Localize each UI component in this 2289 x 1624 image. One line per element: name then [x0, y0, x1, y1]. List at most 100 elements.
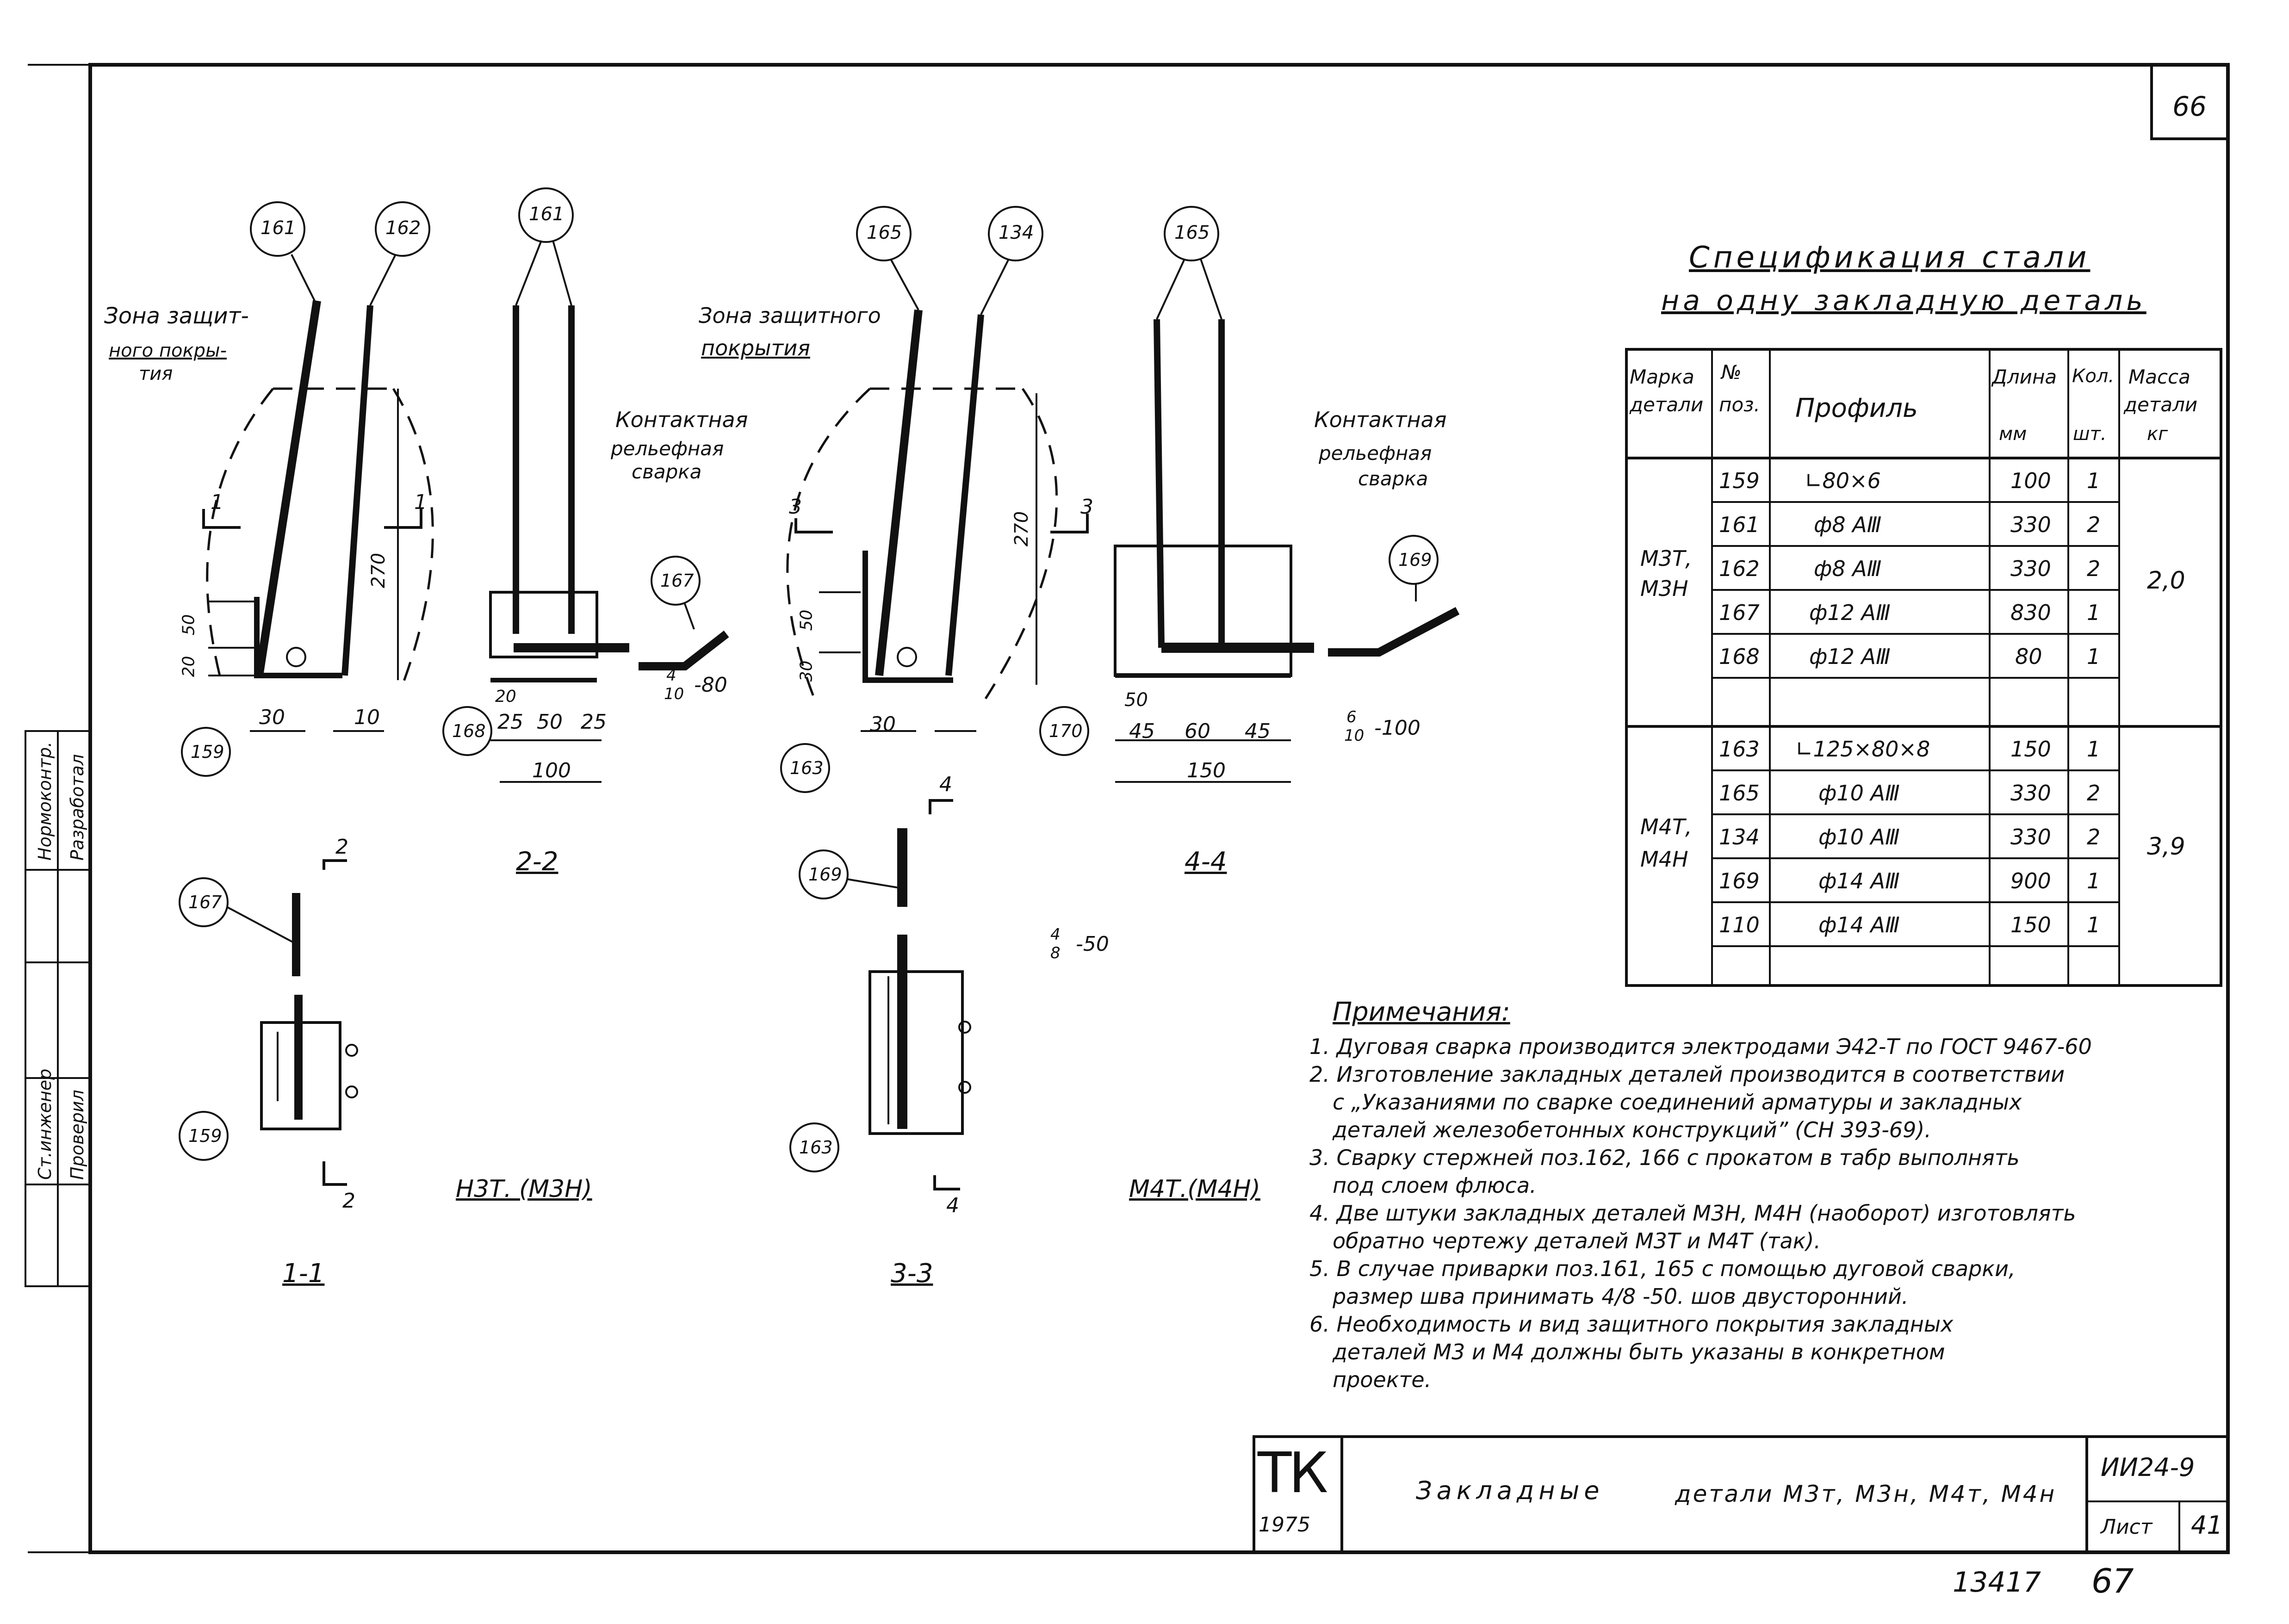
spec-table-grid — [1625, 348, 2222, 987]
g1-mass: 2,0 — [2147, 567, 2185, 595]
dim-50b: 50 — [537, 710, 563, 734]
position-bubbles — [179, 187, 1439, 1172]
g2-r5-pos: 110 — [1719, 912, 1760, 937]
weld-label-right-1: Контактная — [1314, 407, 1447, 432]
g2-r3-pos: 134 — [1719, 824, 1760, 849]
g1-r3-pos: 162 — [1719, 556, 1760, 581]
g2-mass: 3,9 — [2147, 833, 2185, 861]
g1-r2-prof: ф8 АⅢ — [1814, 512, 1882, 537]
weld-100: -100 — [1374, 716, 1421, 740]
spec-title-2: на одну закладную деталь — [1661, 285, 2146, 317]
g2-r4-qty: 1 — [2087, 868, 2101, 893]
g1-mark-1: М3Т, — [1640, 546, 1692, 571]
hdr-mass-1: Масса — [2128, 366, 2190, 388]
pos-159b: 159 — [188, 1126, 222, 1146]
note-line-4: деталей железобетонных конструкций” (СН … — [1333, 1117, 1931, 1142]
title-section-4-4: 4-4 — [1185, 847, 1227, 877]
g2-r5-qty: 1 — [2087, 912, 2101, 937]
section-3-3 — [868, 799, 971, 1190]
dim-25a: 25 — [497, 710, 523, 734]
g1-r4-pos: 167 — [1719, 600, 1760, 625]
stamp-row-3: Нормоконтр. — [35, 742, 55, 861]
mark-2-bottom: 2 — [342, 1189, 355, 1213]
g2-r4-len: 900 — [2010, 868, 2051, 893]
hdr-mark-2: детали — [1630, 393, 1704, 416]
zone-label-left-1: Зона защит- — [104, 303, 249, 329]
tb-title-right: детали М3т, М3н, М4т, М4н — [1675, 1481, 2057, 1507]
g1-mark-2: М3Н — [1640, 576, 1688, 601]
g1-r3-qty: 2 — [2087, 556, 2101, 581]
hdr-pos-2: поз. — [1719, 393, 1760, 416]
pos-170: 170 — [1049, 721, 1083, 741]
tb-sheet-label: Лист — [2101, 1515, 2153, 1539]
g2-r2-prof: ф10 АⅢ — [1818, 781, 1900, 806]
sheet-corner-number: 66 — [2172, 91, 2207, 122]
hdr-mark-1: Марка — [1630, 366, 1694, 388]
weld-4b: 4 — [1050, 925, 1061, 944]
zone-label-left-2: ного покры- — [109, 340, 227, 361]
g2-r1-len: 150 — [2010, 737, 2051, 762]
hdr-mass-2: детали — [2124, 393, 2198, 416]
footer-archive-number: 13417 — [1953, 1566, 2041, 1599]
dim-270b: 270 — [1011, 511, 1033, 547]
hdr-length-2: мм — [1999, 423, 2027, 445]
mark-2-top: 2 — [335, 835, 348, 859]
tb-series: ИИ24-9 — [2101, 1453, 2195, 1482]
weld-label-right-3: сварка — [1358, 467, 1428, 490]
g2-r2-pos: 165 — [1719, 781, 1760, 806]
title-section-3-3: 3-3 — [891, 1258, 933, 1289]
g1-r4-len: 830 — [2010, 600, 2051, 625]
hdr-profile: Профиль — [1795, 393, 1918, 423]
view-title-m3t: Н3Т. (М3Н) — [456, 1175, 592, 1203]
g1-r4-qty: 1 — [2087, 600, 2101, 625]
g1-r3-len: 330 — [2010, 556, 2051, 581]
weld-4: 4 — [666, 666, 676, 685]
notes-title: Примечания: — [1333, 997, 1510, 1027]
g1-r5-pos: 168 — [1719, 644, 1760, 669]
view-m3t-elevation — [202, 300, 434, 732]
g1-r1-len: 100 — [2010, 468, 2051, 493]
leader-lines — [226, 240, 1417, 945]
pos-165b: 165 — [1174, 222, 1210, 243]
g2-r2-len: 330 — [2010, 781, 2051, 806]
stamp-row-1: Ст.инженер — [35, 1069, 55, 1180]
note-line-11: 6. Необходимость и вид защитного покрыти… — [1309, 1312, 1954, 1337]
mark-3-left: 3 — [789, 495, 802, 519]
g1-r2-qty: 2 — [2087, 512, 2101, 537]
g2-r5-len: 150 — [2010, 912, 2051, 937]
mark-4-top: 4 — [939, 773, 952, 796]
dim-30b: 30 — [797, 660, 816, 682]
zone-label-right-2: покрытия — [701, 335, 810, 360]
pos-163b: 163 — [799, 1137, 833, 1158]
dim-270a: 270 — [368, 552, 390, 589]
weld-10b: 10 — [1344, 726, 1365, 745]
note-line-5: 3. Сварку стержней поз.162, 166 с прокат… — [1309, 1145, 2020, 1170]
dim-50d: 50 — [1124, 689, 1148, 711]
note-line-9: 5. В случае приварки поз.161, 165 с помо… — [1309, 1256, 2016, 1281]
dim-150: 150 — [1187, 759, 1226, 782]
g1-r4-prof: ф12 АⅢ — [1809, 600, 1891, 625]
g2-r4-prof: ф14 АⅢ — [1818, 868, 1900, 893]
g2-r5-prof: ф14 АⅢ — [1818, 912, 1900, 937]
pos-134: 134 — [999, 222, 1034, 243]
pos-161b: 161 — [529, 204, 564, 225]
g2-r1-pos: 163 — [1719, 737, 1760, 762]
tb-year: 1975 — [1259, 1513, 1310, 1537]
pos-165a: 165 — [867, 222, 902, 243]
g2-mark-2: М4Н — [1640, 847, 1688, 872]
g1-r1-prof: ∟80×6 — [1805, 468, 1881, 493]
zone-label-left-3: тия — [139, 363, 173, 384]
left-stamp — [25, 730, 91, 1287]
zone-label-right-1: Зона защитного — [699, 303, 881, 328]
weld-6: 6 — [1346, 708, 1357, 726]
dim-50a: 50 — [179, 614, 199, 636]
hdr-qty-2: шт. — [2073, 423, 2107, 445]
pos-159a: 159 — [191, 742, 224, 762]
weld-label-left-2: рельефная — [611, 437, 724, 460]
dim-50c: 50 — [797, 609, 816, 631]
dim-20a: 20 — [179, 656, 199, 677]
note-line-6: под слоем флюса. — [1333, 1173, 1537, 1198]
note-line-13: проекте. — [1333, 1367, 1432, 1392]
g1-r3-prof: ф8 АⅢ — [1814, 556, 1882, 581]
